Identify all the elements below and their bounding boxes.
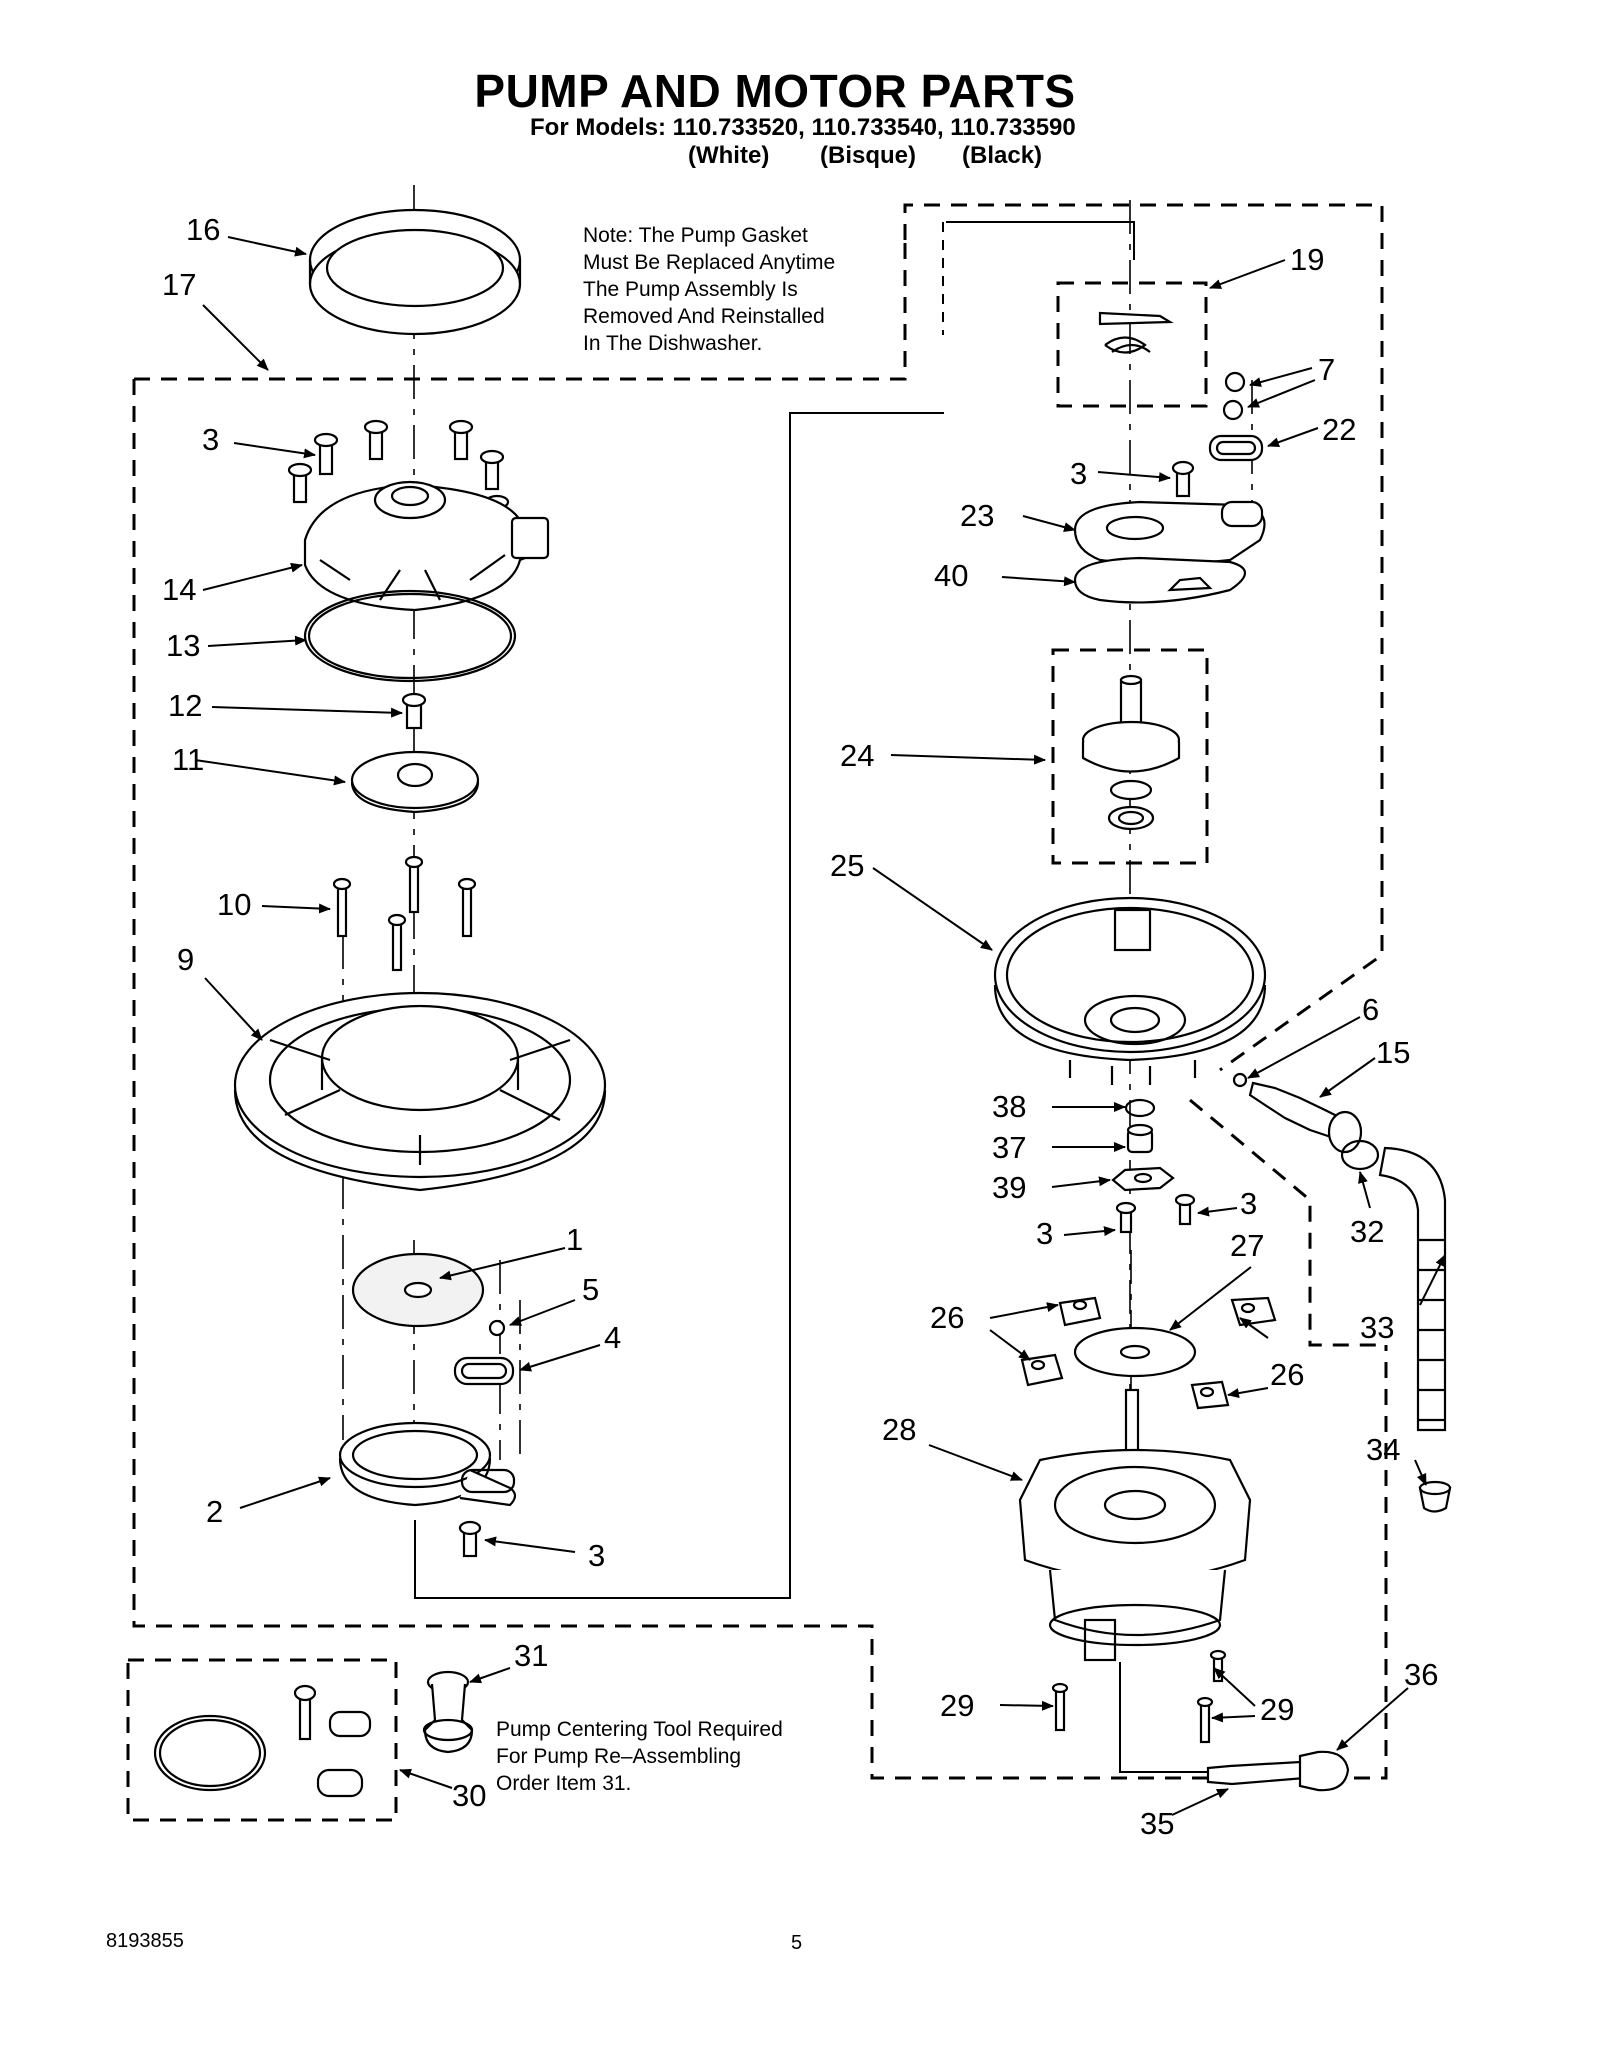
part-31-centering-tool bbox=[422, 1670, 474, 1754]
callout-1: 1 bbox=[566, 1222, 583, 1257]
part-5-check-ball bbox=[488, 1319, 506, 1337]
part-7-o-ring-b bbox=[1222, 399, 1244, 421]
part-25-sump bbox=[993, 896, 1267, 1085]
callout-22: 22 bbox=[1322, 412, 1356, 447]
callout-26-right: 26 bbox=[1270, 1357, 1304, 1392]
callout-12: 12 bbox=[168, 688, 202, 723]
part-24-shaft-assembly bbox=[1081, 674, 1181, 831]
callout-3-right-upper: 3 bbox=[1070, 456, 1087, 491]
part-40-gasket bbox=[1073, 556, 1247, 604]
part-35-36-fill-valve bbox=[1206, 1750, 1350, 1792]
callout-19: 19 bbox=[1290, 242, 1324, 277]
callout-4: 4 bbox=[604, 1320, 621, 1355]
part-7-o-ring-a bbox=[1224, 371, 1246, 393]
part-9-pump-base bbox=[233, 991, 607, 1192]
callout-3-lower-left: 3 bbox=[588, 1538, 605, 1573]
part-26-isolators bbox=[1020, 1296, 1277, 1410]
callout-30: 30 bbox=[452, 1778, 486, 1813]
part-1-filter-screen bbox=[351, 1252, 485, 1328]
part-16-pump-gasket bbox=[308, 208, 522, 336]
part-19-spring-assembly bbox=[1098, 311, 1174, 354]
part-29-screws bbox=[1051, 1649, 1227, 1744]
callout-31: 31 bbox=[514, 1638, 548, 1673]
part-32-clamp bbox=[1340, 1139, 1380, 1171]
callout-17: 17 bbox=[162, 267, 196, 302]
callout-29-left: 29 bbox=[940, 1688, 974, 1723]
callout-2: 2 bbox=[206, 1494, 223, 1529]
callout-32: 32 bbox=[1350, 1214, 1384, 1249]
part-6-seal bbox=[1232, 1072, 1248, 1088]
pump-assembly-boundary bbox=[134, 240, 907, 381]
model-color-white: (White) bbox=[688, 142, 770, 169]
part-33-drain-hose bbox=[1378, 1146, 1447, 1432]
part-37-grommet bbox=[1126, 1123, 1154, 1154]
part-34-hose-cap bbox=[1418, 1480, 1452, 1513]
callout-33: 33 bbox=[1360, 1310, 1394, 1345]
part-14-pump-housing bbox=[303, 480, 550, 612]
callout-23: 23 bbox=[960, 498, 994, 533]
part-3-screws-mid-right bbox=[1115, 1193, 1196, 1234]
callout-7: 7 bbox=[1318, 352, 1335, 387]
part-3-screw-lower-left bbox=[458, 1520, 482, 1558]
callout-24: 24 bbox=[840, 738, 874, 773]
callout-27: 27 bbox=[1230, 1228, 1264, 1263]
document-number: 8193855 bbox=[106, 1930, 184, 1952]
callout-13: 13 bbox=[166, 628, 200, 663]
part-38-o-ring bbox=[1124, 1098, 1156, 1118]
callout-37: 37 bbox=[992, 1130, 1026, 1165]
callout-36: 36 bbox=[1404, 1657, 1438, 1692]
part-12-fastener bbox=[401, 692, 427, 730]
callout-3-mid-right-a: 3 bbox=[1240, 1186, 1257, 1221]
page-number: 5 bbox=[791, 1932, 803, 1954]
part-2-chopper-housing bbox=[338, 1421, 517, 1507]
centering-tool-note: Pump Centering Tool Required For Pump Re… bbox=[496, 1718, 783, 1795]
callout-39: 39 bbox=[992, 1170, 1026, 1205]
part-28-motor bbox=[1018, 1388, 1252, 1662]
guide-lines bbox=[414, 221, 1208, 1773]
part-3-screw-right-upper bbox=[1171, 460, 1195, 498]
leader-lines bbox=[194, 236, 1446, 1816]
callout-34: 34 bbox=[1366, 1432, 1400, 1467]
part-30-kit bbox=[153, 1684, 372, 1798]
motor-assembly-boundary bbox=[903, 203, 1384, 1072]
callout-15: 15 bbox=[1376, 1035, 1410, 1070]
part-23-plate bbox=[1073, 500, 1266, 566]
callout-25: 25 bbox=[830, 848, 864, 883]
callout-5: 5 bbox=[582, 1272, 599, 1307]
callout-11: 11 bbox=[172, 742, 204, 777]
part-11-impeller bbox=[350, 750, 480, 814]
model-color-bisque: (Bisque) bbox=[820, 142, 916, 169]
part-10-screws bbox=[332, 855, 477, 972]
callout-38: 38 bbox=[992, 1089, 1026, 1124]
callout-10: 10 bbox=[217, 887, 251, 922]
callout-3-upper-left: 3 bbox=[202, 422, 219, 457]
part-4-seal bbox=[453, 1356, 515, 1386]
callout-3-mid-right-b: 3 bbox=[1036, 1216, 1053, 1251]
callout-numbers: 16 17 3 14 13 12 11 10 9 1 5 4 2 3 31 30… bbox=[162, 212, 1438, 1841]
part-15-connector bbox=[1248, 1081, 1363, 1154]
callout-14: 14 bbox=[162, 572, 196, 607]
callout-29-right: 29 bbox=[1260, 1692, 1294, 1727]
part-39-bracket bbox=[1111, 1166, 1175, 1192]
callout-40: 40 bbox=[934, 558, 968, 593]
callout-6: 6 bbox=[1362, 992, 1379, 1027]
callout-16: 16 bbox=[186, 212, 220, 247]
callout-9: 9 bbox=[177, 942, 194, 977]
callout-28: 28 bbox=[882, 1412, 916, 1447]
pump-gasket-note: Note: The Pump Gasket Must Be Replaced A… bbox=[583, 224, 836, 355]
part-22-seal bbox=[1208, 434, 1264, 462]
page-title: PUMP AND MOTOR PARTS bbox=[474, 65, 1076, 117]
callout-26-left: 26 bbox=[930, 1300, 964, 1335]
model-color-black: (Black) bbox=[962, 142, 1043, 169]
callout-35: 35 bbox=[1140, 1806, 1174, 1841]
models-subtitle: For Models: 110.733520, 110.733540, 110.… bbox=[530, 114, 1076, 141]
part-27-motor-disc bbox=[1073, 1326, 1197, 1378]
